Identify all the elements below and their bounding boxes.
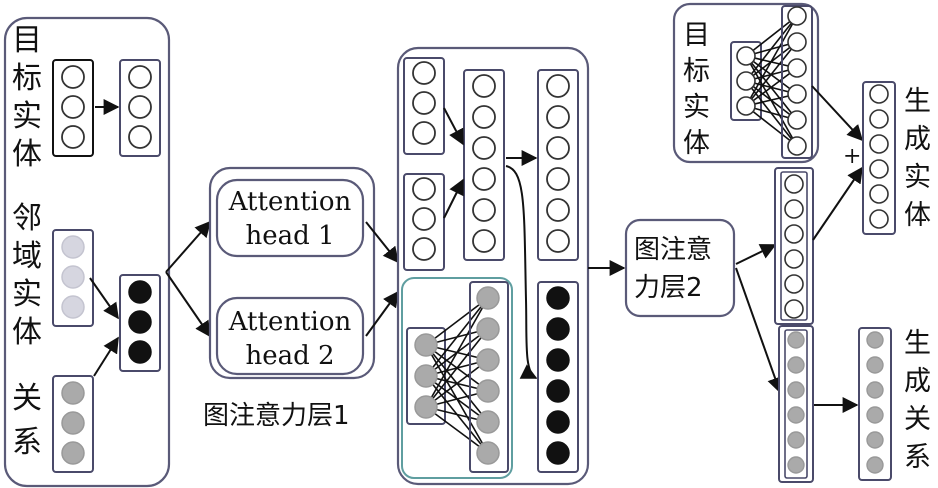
target-entity-right-label: 目 标 实 体: [683, 20, 710, 159]
svg-text:体: 体: [12, 137, 42, 172]
entity-hidden-vector-inner: [780, 171, 808, 321]
combined-nodes: [128, 280, 152, 364]
neighbor-entity-label: 邻 域 实 体: [12, 201, 42, 350]
fc-input-nodes: [414, 333, 438, 419]
relation-to-combined-arrow: [93, 336, 119, 377]
mid-output-nodes: [546, 74, 570, 253]
fc-output-vector: [469, 281, 509, 473]
svg-text:邻: 邻: [12, 201, 42, 236]
attention-head-2-line2: head 2: [245, 341, 334, 371]
layer2-to-entity-arrow: [735, 244, 777, 265]
svg-text:体: 体: [12, 315, 42, 350]
gat-layer-2-box: [624, 218, 736, 318]
fc-mesh: [425, 297, 489, 454]
svg-text:标: 标: [12, 61, 42, 96]
hidden-to-generated-arrow: [812, 166, 863, 241]
svg-text:成: 成: [904, 124, 931, 155]
plus-sign: +: [843, 144, 861, 169]
svg-text:关: 关: [904, 404, 931, 435]
svg-text:关: 关: [12, 381, 42, 416]
target-entity-output-nodes: [128, 65, 152, 149]
target-entity-label: 目 标 实 体: [12, 23, 42, 172]
attention-head-2-line1: Attention: [228, 307, 352, 337]
relation-hidden-vector-inner: [784, 329, 808, 479]
head2-to-layer-arrow: [365, 290, 399, 337]
combined-to-head1-arrow: [165, 220, 212, 273]
relation-input-nodes: [61, 381, 85, 465]
generated-relation-nodes: [866, 331, 884, 474]
gat-layer-2-line1: 图注意: [634, 235, 712, 265]
top-to-hidden-arrow: [443, 107, 464, 146]
fc-output-nodes: [476, 286, 500, 465]
svg-text:成: 成: [904, 366, 931, 397]
relation-hidden-nodes: [787, 331, 805, 474]
svg-text:体: 体: [683, 128, 710, 159]
gat-layer-1-label: 图注意力层1: [203, 401, 350, 431]
attention-head-2-box: [215, 296, 365, 376]
svg-text:实: 实: [12, 277, 42, 312]
mid-left-top-nodes: [412, 61, 436, 145]
mid-black-nodes: [546, 286, 570, 465]
svg-text:体: 体: [904, 200, 931, 231]
svg-text:域: 域: [12, 239, 42, 274]
attention-head-1-line1: Attention: [228, 187, 352, 217]
mid-left-mid-nodes: [412, 177, 436, 261]
relation-label: 关 系: [12, 381, 42, 460]
head1-to-layer-arrow: [365, 221, 399, 264]
gat-layer-2-line2: 力层2: [634, 273, 703, 303]
mid-hidden-nodes: [472, 74, 496, 253]
svg-text:生: 生: [904, 328, 931, 359]
svg-text:目: 目: [683, 20, 710, 51]
svg-text:标: 标: [683, 56, 710, 87]
svg-text:系: 系: [904, 442, 931, 473]
generated-relation-label: 生 成 关 系: [904, 328, 931, 473]
hidden-to-black-arrow: [505, 165, 538, 379]
entity-hidden-nodes: [784, 174, 804, 319]
attention-head-1-box: [215, 178, 365, 258]
target-right-output-vector: [781, 5, 813, 159]
target-to-generated-arrow: [811, 85, 864, 142]
neighbor-entity-nodes: [61, 235, 85, 319]
svg-text:实: 实: [12, 99, 42, 134]
attention-head-1-line2: head 1: [245, 221, 334, 251]
svg-text:目: 目: [12, 23, 42, 58]
svg-text:系: 系: [12, 425, 42, 460]
svg-text:实: 实: [683, 92, 710, 123]
neighbor-to-combined-arrow: [89, 277, 119, 320]
svg-text:实: 实: [904, 162, 931, 193]
target-right-output-nodes: [787, 6, 807, 156]
combined-to-head2-arrow: [165, 271, 211, 338]
layer2-to-relation-arrow: [735, 267, 783, 394]
generated-entity-nodes: [869, 84, 889, 229]
target-right-input-nodes: [736, 46, 756, 116]
mid-to-hidden-arrow: [443, 178, 464, 219]
target-entity-input-nodes: [61, 65, 85, 149]
generated-entity-label: 生 成 实 体: [904, 86, 931, 231]
svg-text:生: 生: [904, 86, 931, 117]
